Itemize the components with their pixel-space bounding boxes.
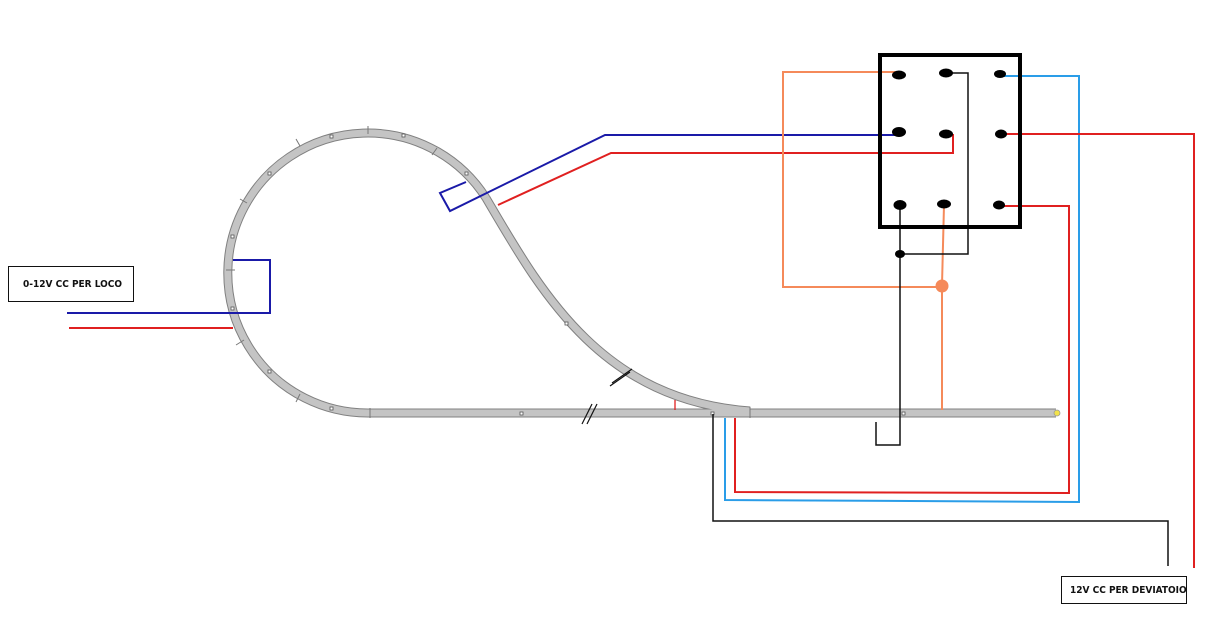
wire-lightblue [724, 75, 1080, 504]
dpdt-switch-icon [878, 53, 1022, 293]
wire-orange [782, 71, 942, 288]
wire-black-switch [900, 72, 969, 255]
track-loop [224, 129, 489, 417]
terminal-dot-icon [892, 68, 1007, 258]
buffer-stop-icon [1053, 409, 1061, 417]
wire-red-right [734, 205, 1070, 495]
wire-black-down [875, 205, 901, 446]
loco-supply-label: 0-12V CC PER LOCO [8, 266, 134, 302]
wire-red-to-switch [497, 134, 954, 206]
wire-loco-blue [67, 259, 271, 314]
wire-red-deviatoio [1000, 133, 1195, 568]
track-layout [223, 126, 1061, 425]
double-slash-icon [581, 368, 633, 425]
track-diverging [482, 196, 751, 415]
wire-blue-to-switch [438, 134, 900, 213]
wire-orange-down [941, 204, 945, 410]
wire-black-deviatoio [712, 414, 1169, 566]
wiring [67, 71, 1195, 568]
turnout-supply-label: 12V CC PER DEVIATOIO [1061, 576, 1187, 604]
